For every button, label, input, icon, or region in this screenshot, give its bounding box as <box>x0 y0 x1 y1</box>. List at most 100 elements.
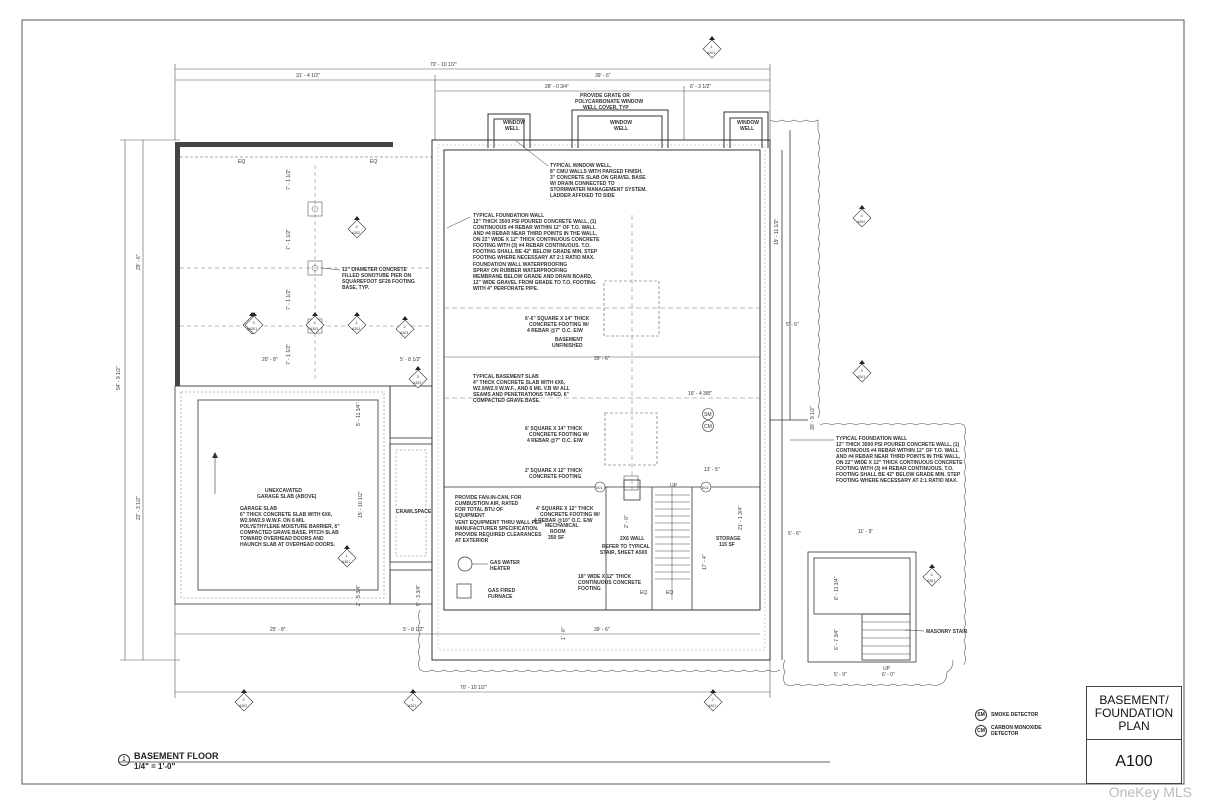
dim-right-top: 39' - 6" <box>595 73 611 79</box>
dim-pier-2: 7' - 1 1/2" <box>286 229 292 250</box>
dim-mid-top: 28' - 0 3/4" <box>545 84 569 90</box>
leader-masonry <box>904 629 925 632</box>
footing-6x14 <box>604 412 658 466</box>
section-mark-number: 1 <box>346 553 349 558</box>
watermark: OneKey MLS <box>1108 784 1192 800</box>
section-mark-number: 2 <box>243 697 246 702</box>
section-mark-number: 3 <box>417 374 420 379</box>
co-detector-legend-icon: CM <box>975 725 987 737</box>
dim-storage-v: 17' - 4" <box>702 554 708 570</box>
garage-lower <box>174 385 391 605</box>
dim-right-small: 5' - 6" <box>786 322 799 328</box>
window-wells <box>487 109 769 148</box>
dim-storage-width: 13' - 5" <box>704 467 720 473</box>
top-dimension-lines <box>174 64 771 140</box>
dim-bottom-crawl: 5' - 8 1/2" <box>403 627 424 633</box>
section-mark-sheet: A301 <box>927 579 935 583</box>
dim-right-upper: 19' - 11 1/2" <box>774 219 780 245</box>
section-mark-sheet: A302 <box>857 220 865 224</box>
dim-garage-v3: 2' - 5 3/4" <box>356 585 362 606</box>
cm-tag: CM <box>704 424 712 430</box>
dim-right-small-v: 1' - 6" <box>561 627 567 640</box>
dim-pier-4: 7' - 1 1/2" <box>286 344 292 365</box>
basement-room-label: BASEMENT UNFINISHED <box>552 337 584 349</box>
gas-water-heater-icon <box>457 556 473 572</box>
dim-entry-b2: 6' - 0" <box>882 672 895 678</box>
dim-garage-width: 25' - 8" <box>270 627 286 633</box>
title-block: BASEMENT/ FOUNDATION PLAN A100 <box>1086 686 1182 784</box>
storage-room-label: STORAGE 115 SF <box>716 536 742 548</box>
dim-right-small-top: 6' - 3 1/2" <box>690 84 711 90</box>
detector-legend: SM SMOKE DETECTOR CM CARBON MONOXIDE DET… <box>975 709 1042 741</box>
legend-co-label: CARBON MONOXIDE DETECTOR <box>991 725 1042 737</box>
stair-treads <box>655 488 690 600</box>
note-window-grate: PROVIDE GRATE OR POLYCARBONATE WINDOW WE… <box>575 93 644 111</box>
note-typical-window-well: TYPICAL WINDOW WELL, 8" CMU WALLS WITH P… <box>550 163 648 199</box>
gravel-outline <box>418 119 966 686</box>
note-footing-4x12: 4' SQUARE X 12" THICK CONCRETE FOOTING W… <box>534 506 601 524</box>
sheet-number: A100 <box>1115 753 1153 770</box>
section-mark-sheet: A301 <box>342 560 350 564</box>
eq-stair-1: EQ <box>640 590 647 596</box>
section-mark-number: 2 <box>404 324 407 329</box>
garage-upper-area <box>175 142 432 387</box>
dim-stair-offset: 16' - 4 3/8" <box>688 391 712 397</box>
section-mark-number: 2 <box>356 224 359 229</box>
dim-entry-v2: 6' - 7 3/4" <box>834 629 840 650</box>
dim-left-top: 31' - 4 1/2" <box>296 73 320 79</box>
legend-co: CM CARBON MONOXIDE DETECTOR <box>975 725 1042 737</box>
footing-2x12 <box>623 475 639 491</box>
drawing-title: BASEMENT FLOOR <box>134 751 219 761</box>
section-mark-sheet: A302 <box>352 231 360 235</box>
dim-entry-width: 11' - 9" <box>858 529 873 535</box>
section-mark-sheet: A301 <box>708 704 716 708</box>
dim-crawl-v: 5' - 3 3/4" <box>416 585 422 606</box>
dim-pier-3: 7' - 1 1/2" <box>286 289 292 310</box>
drawing-number: 1 <box>118 754 130 766</box>
garage-label: UNEXCAVATED GARAGE SLAB (ABOVE) <box>257 488 317 500</box>
section-mark-sheet: A301 <box>249 327 257 331</box>
note-refer-stair: REFER TO TYPICAL STAIR, SHEET A500 <box>600 544 651 556</box>
section-mark-sheet: A303 <box>400 331 408 335</box>
section-mark-number: 3 <box>253 320 256 325</box>
dim-left-upper: 29' - 6" <box>136 254 142 270</box>
section-mark-number: 4 <box>861 213 864 218</box>
dim-garage-v1: 5' - 11 3/4" <box>356 402 362 426</box>
dim-basement-width: 39' - 6" <box>594 356 610 362</box>
section-mark-number: 2 <box>712 697 715 702</box>
sheet-title-line-3: PLAN <box>1118 718 1150 733</box>
dim-eq-1: EQ <box>238 159 245 165</box>
legend-smoke-label: SMOKE DETECTOR <box>991 712 1039 718</box>
masonry-stair-treads <box>862 621 910 655</box>
sheet-border <box>21 19 1185 785</box>
dim-bottom-basement: 39' - 6" <box>594 627 610 633</box>
section-mark-number: 4 <box>931 572 934 577</box>
section-mark-number: 3 <box>861 368 864 373</box>
section-mark-sheet: A302 <box>239 704 247 708</box>
legend-co-label-2: DETECTOR <box>991 731 1019 737</box>
sheet-title-line-2: FOUNDATION <box>1094 705 1174 720</box>
note-waterproofing: FOUNDATION WALL WATERPROOFING SPRAY ON R… <box>473 262 597 292</box>
dim-right-5-6: 5' - 6" <box>788 531 801 537</box>
dim-pier-1: 7' - 1 1/2" <box>286 169 292 190</box>
window-well-3: WINDOW WELL <box>737 120 760 132</box>
section-mark-sheet: A303 <box>352 327 360 331</box>
section-mark-number: 1 <box>711 44 714 49</box>
mechanical-room-label: MECHANICAL ROOM 350 SF <box>545 523 580 541</box>
section-mark-sheet: A303 <box>310 327 318 331</box>
co-detector-icon <box>702 420 714 432</box>
dim-right-total: 30' - 9 1/2" <box>810 406 816 430</box>
note-footing-2x12: 2' SQUARE X 12" THICK CONCRETE FOOTING <box>525 468 584 480</box>
eq-stair-2: EQ <box>666 590 673 596</box>
dim-storage-v2: 21' - 1 3/4" <box>738 506 744 530</box>
